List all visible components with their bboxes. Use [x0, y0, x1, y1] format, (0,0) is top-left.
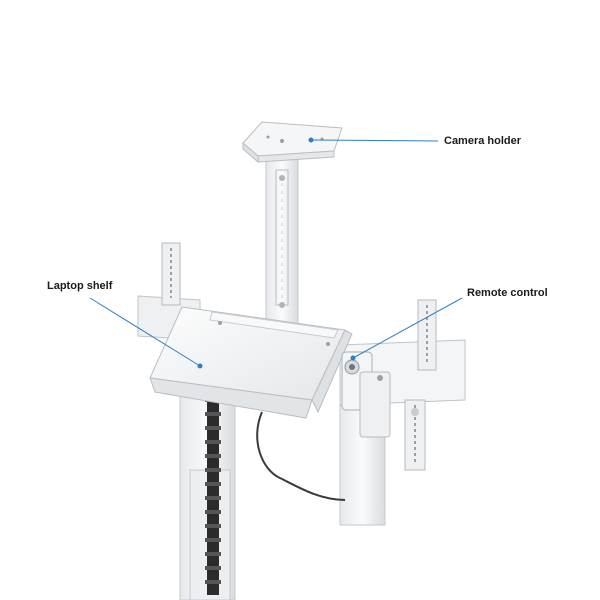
- laptop-shelf-label: Laptop shelf: [47, 280, 113, 292]
- laptop-shelf-leader: [89, 297, 201, 367]
- laptop-shelf: [149, 306, 353, 419]
- remote-cable: [256, 411, 346, 501]
- right-vesa-bracket: [404, 299, 437, 471]
- remote-control-label: Remote control: [467, 287, 548, 299]
- callout-lines: [89, 137, 463, 369]
- camera-holder-label: Camera holder: [444, 135, 522, 147]
- camera-holder-leader: [310, 139, 439, 142]
- left-vesa-bracket: [161, 242, 181, 306]
- remote-control-unit: [341, 351, 391, 438]
- camera-mast: [265, 149, 299, 326]
- cable-chain: [205, 395, 221, 595]
- camera-holder-plate: [242, 121, 343, 164]
- remote-control-leader: [352, 297, 463, 359]
